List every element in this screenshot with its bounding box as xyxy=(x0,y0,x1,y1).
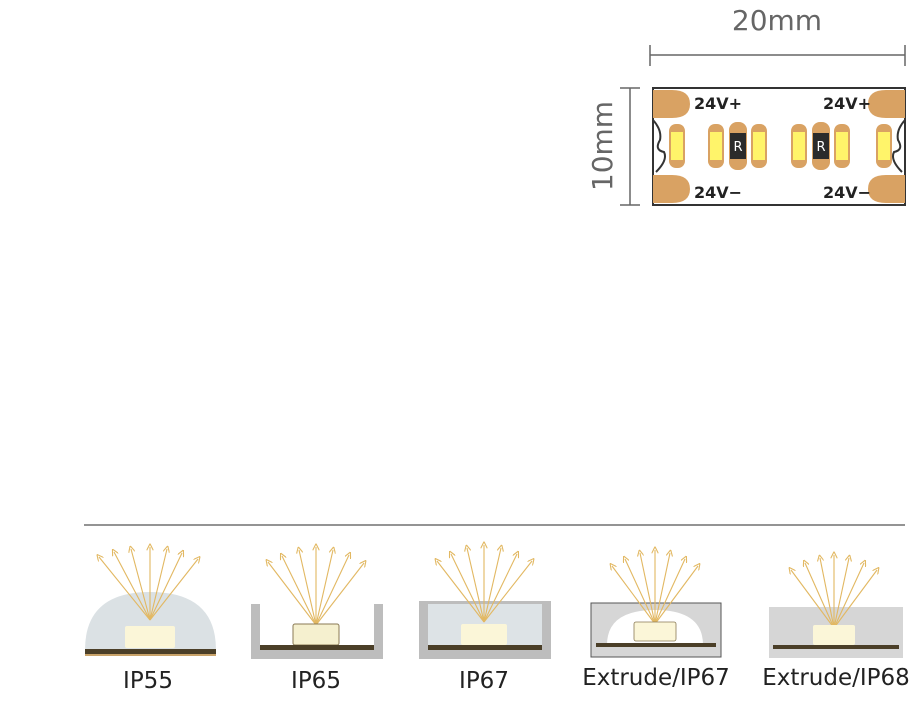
led-chip xyxy=(791,124,807,168)
led-chip xyxy=(834,124,850,168)
light-rays xyxy=(437,545,532,623)
led-chip xyxy=(669,124,685,168)
pad-label-top-right: 24V+ xyxy=(823,94,871,113)
ip65-illustration: IP65 xyxy=(251,547,383,694)
led-chip xyxy=(461,624,507,645)
led-chip xyxy=(292,623,340,646)
strip-base xyxy=(428,645,542,650)
strip-base xyxy=(260,645,374,650)
resistor: R xyxy=(729,122,747,170)
height-label: 10mm xyxy=(586,101,619,191)
pad-bottom-left xyxy=(653,175,690,203)
ip-label: Extrude/IP67 xyxy=(582,665,730,691)
pad-label-bottom-left: 24V− xyxy=(694,183,742,202)
led-strip: 24V+ 24V+ 24V− 24V− R R xyxy=(652,87,906,206)
ip55-illustration: IP55 xyxy=(85,547,216,694)
width-dimension: 20mm xyxy=(649,4,906,66)
light-rays xyxy=(612,550,698,625)
led-chip xyxy=(125,626,175,648)
strip-drawing: 20mm 10mm 24V+ 24V+ 24V− 24V− xyxy=(586,4,906,206)
strip-base xyxy=(773,645,899,649)
pad-label-top-left: 24V+ xyxy=(694,94,742,113)
led-chip xyxy=(876,124,892,168)
resistor-label: R xyxy=(733,140,742,155)
ip-label: IP67 xyxy=(459,668,509,694)
cut-mark-left xyxy=(652,119,666,173)
resistor: R xyxy=(812,122,830,170)
light-rays xyxy=(99,547,198,621)
resistor-label: R xyxy=(816,140,825,155)
pad-label-bottom-right: 24V− xyxy=(823,183,871,202)
led-chip xyxy=(813,625,855,645)
strip-base xyxy=(85,649,216,654)
led-chip xyxy=(708,124,724,168)
led-chip xyxy=(633,621,677,642)
pad-top-right xyxy=(868,90,905,118)
light-rays xyxy=(268,547,364,626)
light-rays xyxy=(791,555,877,629)
strip-base xyxy=(596,643,716,647)
ip-label: IP65 xyxy=(291,668,341,694)
width-label: 20mm xyxy=(732,4,822,37)
height-dimension: 10mm xyxy=(586,87,640,206)
ip-label: IP55 xyxy=(123,668,173,694)
pad-bottom-right xyxy=(868,175,905,203)
ip-label: Extrude/IP68 xyxy=(762,665,910,691)
extrude-ip68-illustration: Extrude/IP68 xyxy=(762,555,910,691)
cut-mark-right xyxy=(892,119,906,173)
pad-top-left xyxy=(653,90,690,118)
extrude-ip67-illustration: Extrude/IP67 xyxy=(582,550,730,691)
led-chip xyxy=(751,124,767,168)
ip67-illustration: IP67 xyxy=(419,545,551,694)
